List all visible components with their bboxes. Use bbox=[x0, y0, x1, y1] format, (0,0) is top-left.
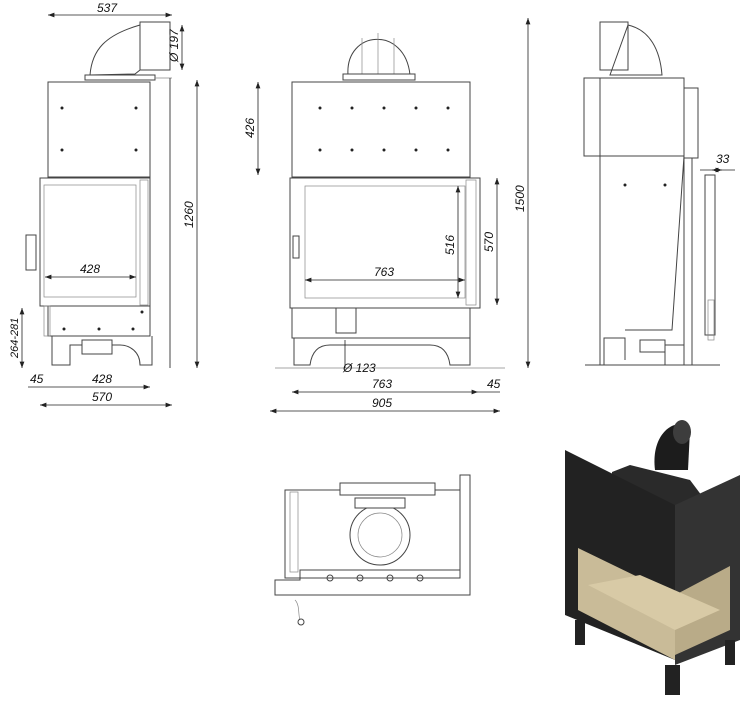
door-frame bbox=[289, 177, 481, 309]
top-casing bbox=[583, 77, 685, 157]
dim-glass-height: 516 bbox=[443, 235, 457, 255]
dim-side-offset: 45 bbox=[487, 377, 501, 391]
corner-front-view: 426 1500 516 570 763 Ø 123 763 45 905 bbox=[243, 18, 531, 414]
dim-overall-height: 1500 bbox=[513, 185, 527, 212]
flue-dome bbox=[347, 38, 411, 76]
dim-overall-width: 570 bbox=[92, 390, 112, 404]
door-handle bbox=[25, 234, 37, 271]
dim-door-height: 570 bbox=[482, 232, 496, 252]
dim-overall-width: 905 bbox=[372, 396, 392, 410]
dim-chimney-width: 537 bbox=[97, 1, 118, 15]
base bbox=[47, 305, 151, 337]
dim-base-width: 763 bbox=[372, 377, 392, 391]
dim-flue-diameter: Ø 197 bbox=[167, 28, 181, 63]
flue-pipe bbox=[599, 21, 629, 71]
top-casing bbox=[291, 81, 471, 178]
flue-pipe bbox=[139, 21, 171, 71]
dim-total-height: 1260 bbox=[182, 201, 196, 228]
dim-glass-width: 763 bbox=[374, 265, 394, 279]
dim-top-height: 426 bbox=[243, 118, 257, 138]
dim-base-width: 428 bbox=[92, 372, 112, 386]
legs bbox=[51, 336, 153, 366]
dim-side-offset: 33 bbox=[716, 152, 730, 166]
glass-outline bbox=[274, 474, 471, 596]
glass bbox=[304, 185, 466, 299]
side-view: 33 bbox=[583, 21, 735, 366]
flue-elbow bbox=[89, 24, 141, 76]
dim-leg-offset: 45 bbox=[30, 372, 44, 386]
isometric-render bbox=[565, 420, 740, 695]
dim-base-height: 264-281 bbox=[9, 318, 21, 359]
plan-view bbox=[274, 474, 471, 626]
dim-door-width: 428 bbox=[80, 262, 100, 276]
top-casing bbox=[47, 81, 151, 178]
door bbox=[39, 177, 151, 307]
base bbox=[291, 307, 471, 339]
front-view: 537 Ø 197 1260 428 264-281 45 428 570 bbox=[9, 1, 200, 408]
dim-air-inlet: Ø 123 bbox=[342, 361, 376, 375]
air-inlet bbox=[81, 339, 113, 355]
